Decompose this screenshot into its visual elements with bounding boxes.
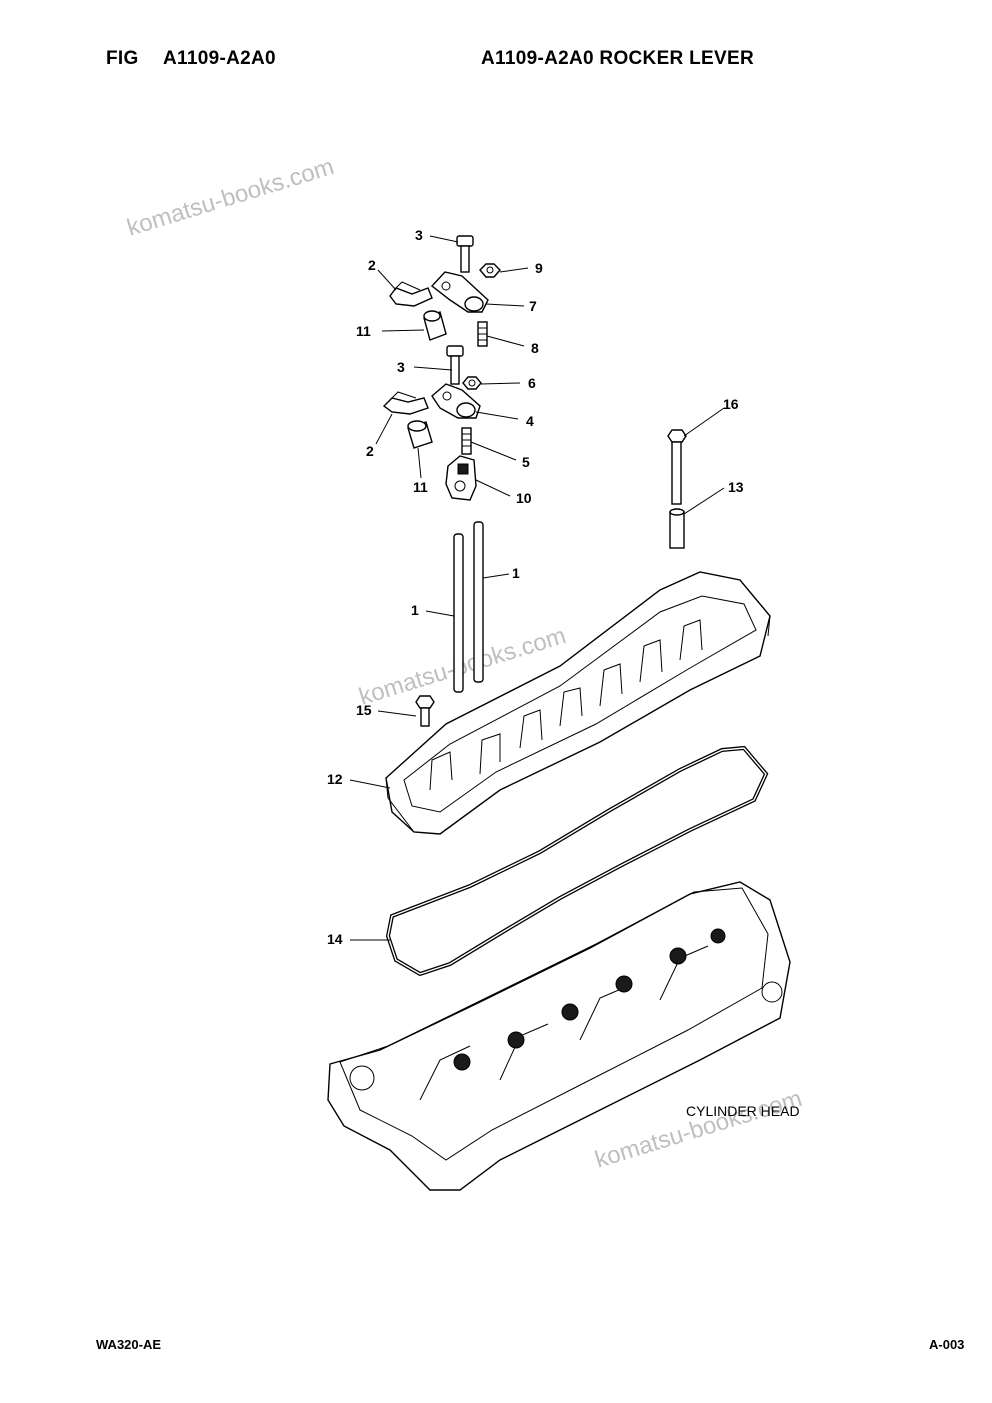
callout-4: 4 (526, 413, 534, 429)
bracket-icon (389, 281, 433, 307)
fig-label: FIG (106, 48, 139, 69)
rocker-housing-icon (385, 571, 771, 835)
callout-14: 14 (327, 931, 343, 947)
callout-5: 5 (522, 454, 530, 470)
callout-10: 10 (516, 490, 532, 506)
leader-lines (349, 235, 725, 941)
bolt-icon (415, 695, 435, 727)
bolt-icon (456, 235, 474, 273)
callout-2-lower: 2 (366, 443, 374, 459)
page-number: A-003 (929, 1337, 965, 1352)
callout-3: 3 (415, 227, 423, 243)
long-bolt-icon (667, 429, 687, 505)
callout-13: 13 (728, 479, 744, 495)
callout-15: 15 (356, 702, 372, 718)
rocker-lever-icon (430, 271, 489, 313)
callout-9: 9 (535, 260, 543, 276)
figure-title: A1109-A2A0 ROCKER LEVER (481, 48, 754, 69)
callout-8: 8 (531, 340, 539, 356)
adjusting-screw-icon (477, 321, 488, 347)
callout-11: 11 (356, 323, 371, 339)
roller-icon (407, 420, 433, 449)
callout-16: 16 (723, 396, 739, 412)
sleeve-icon (669, 508, 685, 549)
callout-3-lower: 3 (397, 359, 405, 375)
rocker-assembly-upper (389, 235, 501, 347)
callout-12: 12 (327, 771, 343, 787)
rocker-assembly-lower (382, 345, 482, 501)
push-rod-left (453, 533, 464, 693)
callout-numbers: 3 9 2 7 11 8 3 6 4 2 5 11 10 16 13 1 1 1… (327, 227, 744, 947)
callout-11-lower: 11 (413, 479, 428, 495)
callout-6: 6 (528, 375, 536, 391)
nut-icon (462, 376, 482, 390)
gasket-icon (385, 745, 769, 977)
bolt-icon (446, 345, 464, 385)
callout-2: 2 (368, 257, 376, 273)
cylinder-head-icon (327, 881, 791, 1191)
nut-icon (479, 263, 501, 278)
bracket-icon (382, 391, 429, 415)
watermark-top: komatsu-books.com (124, 153, 337, 242)
roller-icon (423, 310, 447, 341)
cylinder-head-label: CYLINDER HEAD (686, 1103, 800, 1119)
fig-code: A1109-A2A0 (163, 48, 276, 69)
rocker-lever-icon (431, 383, 481, 419)
adjusting-screw-icon (461, 427, 472, 455)
lever-housing-icon (445, 455, 477, 501)
callout-7: 7 (529, 298, 537, 314)
callout-1-left: 1 (411, 602, 419, 618)
callout-1-right: 1 (512, 565, 520, 581)
push-rod-right (473, 521, 484, 683)
model-code: WA320-AE (96, 1337, 162, 1352)
